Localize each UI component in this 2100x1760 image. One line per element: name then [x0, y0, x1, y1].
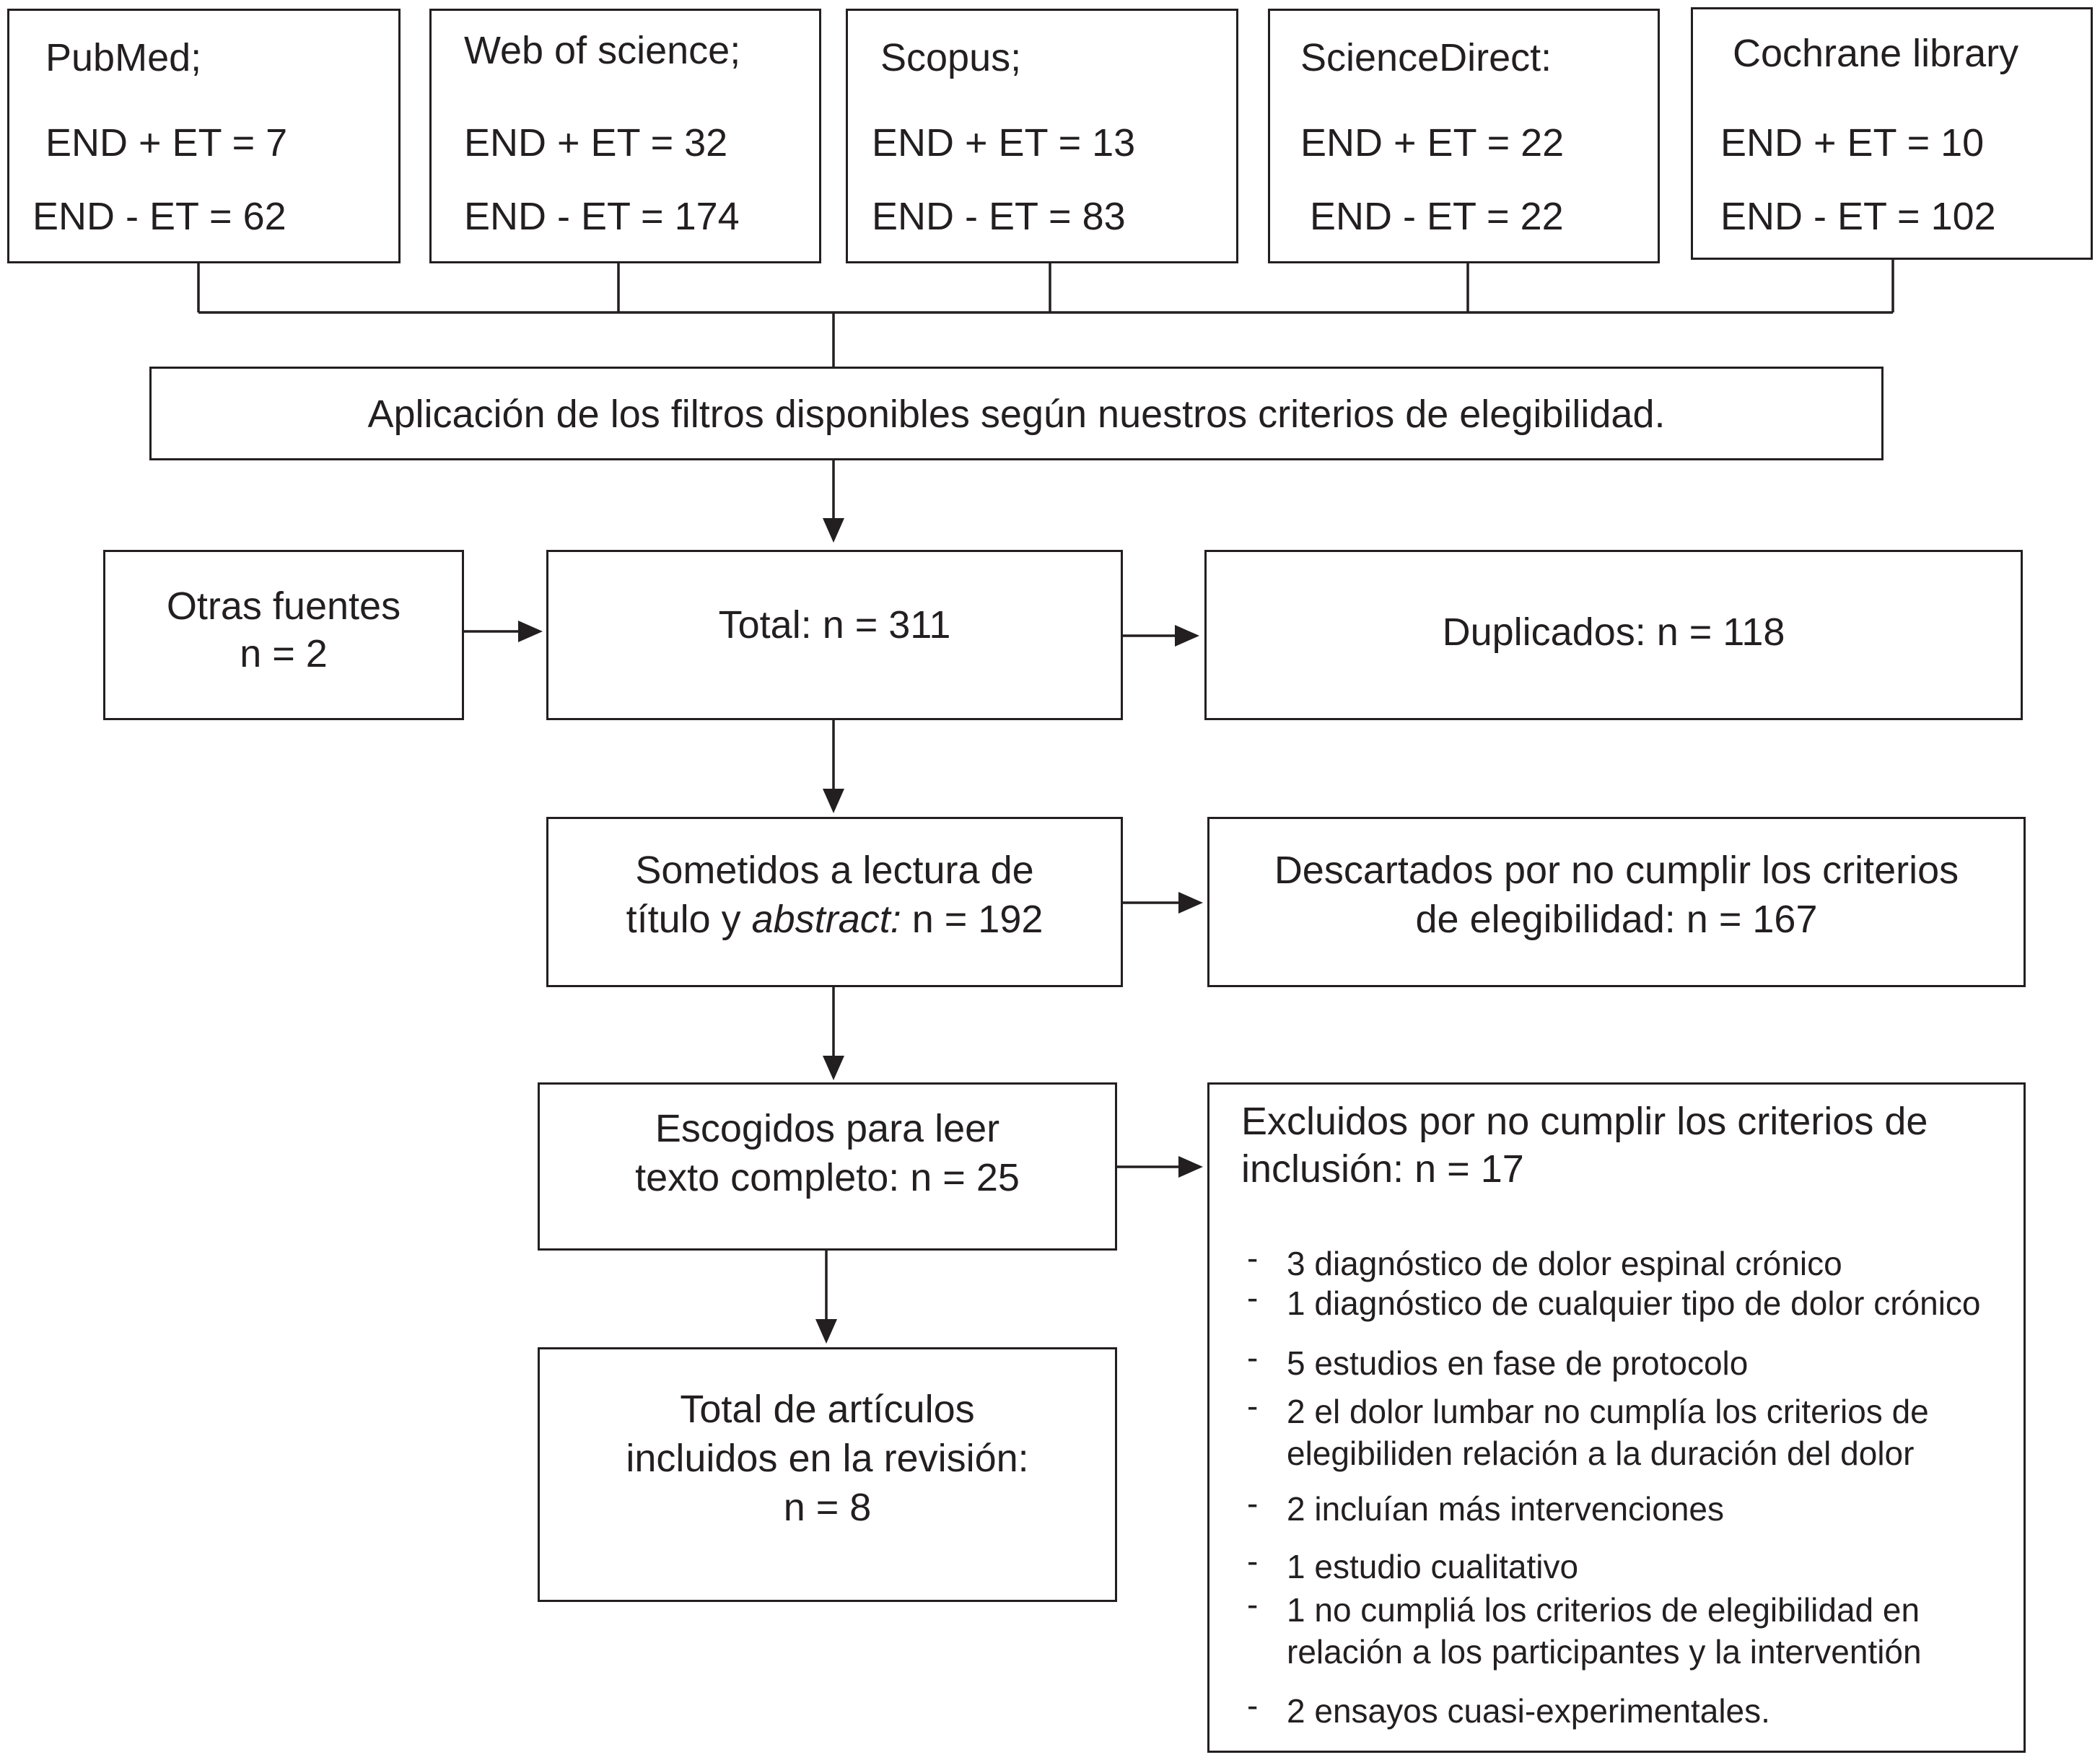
full-text-line1: Escogidos para leer — [655, 1107, 1000, 1150]
screened-line2-post: n = 192 — [901, 898, 1044, 941]
source-name: Scopus; — [880, 36, 1022, 79]
bullet-dash: - — [1247, 1686, 1259, 1724]
excluded-line2: inclusión: n = 17 — [1241, 1147, 1524, 1191]
discarded-line1: Descartados por no cumplir los criterios — [1274, 849, 1959, 892]
bullet-dash: - — [1247, 1484, 1259, 1522]
source-name: Cochrane library — [1733, 32, 2019, 75]
other-sources-label: Otras fuentes — [166, 585, 401, 628]
source-box-scopus: Scopus; END + ET = 13 END - ET = 83 — [846, 9, 1238, 263]
source-box-cochrane: Cochrane library END + ET = 10 END - ET … — [1691, 7, 2093, 260]
discarded-line2: de elegibilidad: n = 167 — [1415, 898, 1818, 941]
source-with-et: END + ET = 13 — [872, 121, 1136, 165]
source-box-web-of-science: Web of science; END + ET = 32 END - ET =… — [429, 9, 821, 263]
excluded-reason-line: relación a los participantes y la interv… — [1287, 1633, 1922, 1671]
source-name: ScienceDirect: — [1300, 36, 1552, 79]
screened-line1: Sometidos a lectura de — [635, 849, 1034, 892]
source-box-sciencedirect: ScienceDirect: END + ET = 22 END - ET = … — [1268, 9, 1660, 263]
screened-line2: título y abstract: n = 192 — [548, 896, 1121, 943]
source-with-et: END + ET = 10 — [1720, 121, 1985, 165]
excluded-reason-line: 2 ensayos cuasi-experimentales. — [1287, 1692, 1770, 1730]
total-text: Total: n = 311 — [718, 603, 951, 647]
duplicates-box: Duplicados: n = 118 — [1204, 550, 2023, 720]
included-line2: incluidos en la revisión: — [626, 1437, 1029, 1480]
source-name: PubMed; — [45, 36, 202, 79]
source-without-et: END - ET = 22 — [1310, 195, 1564, 238]
discarded-box: Descartados por no cumplir los criterios… — [1207, 817, 2026, 987]
bullet-dash: - — [1247, 1279, 1259, 1316]
excluded-line1: Excluidos por no cumplir los criterios d… — [1241, 1100, 1928, 1143]
excluded-reason-line: 2 incluían más intervenciones — [1287, 1490, 1724, 1528]
duplicates-text: Duplicados: n = 118 — [1442, 610, 1785, 654]
source-without-et: END - ET = 174 — [464, 195, 740, 238]
excluded-reason-line: 1 no cumpliá los criterios de elegibilid… — [1287, 1591, 1920, 1629]
bullet-dash: - — [1247, 1239, 1259, 1277]
bullet-dash: - — [1247, 1585, 1259, 1623]
bullet-dash: - — [1247, 1387, 1259, 1424]
source-without-et: END - ET = 62 — [32, 195, 286, 238]
source-name: Web of science; — [464, 29, 741, 72]
excluded-reason-line: 5 estudios en fase de protocolo — [1287, 1344, 1749, 1382]
excluded-reason-line: 2 el dolor lumbar no cumplía los criteri… — [1287, 1393, 1929, 1430]
source-box-pubmed: PubMed; END + ET = 7 END - ET = 62 — [7, 9, 401, 263]
excluded-box: Excluidos por no cumplir los criterios d… — [1207, 1082, 2026, 1753]
filters-box: Aplicación de los filtros disponibles se… — [149, 367, 1884, 460]
other-sources-count: n = 2 — [240, 632, 328, 675]
source-without-et: END - ET = 102 — [1720, 195, 1996, 238]
full-text-line2: texto completo: n = 25 — [635, 1156, 1020, 1199]
excluded-reason-line: elegibiliden relación a la duración del … — [1287, 1435, 1915, 1472]
source-with-et: END + ET = 22 — [1300, 121, 1565, 165]
screened-line2-pre: título y — [626, 898, 752, 941]
bullet-dash: - — [1247, 1542, 1259, 1580]
excluded-reason-line: 1 estudio cualitativo — [1287, 1548, 1579, 1585]
screened-line2-em: abstract: — [751, 898, 901, 941]
source-without-et: END - ET = 83 — [872, 195, 1126, 238]
bullet-dash: - — [1247, 1339, 1259, 1376]
excluded-reason-line: 1 diagnóstico de cualquier tipo de dolor… — [1287, 1284, 1981, 1322]
total-box: Total: n = 311 — [546, 550, 1123, 720]
screened-box: Sometidos a lectura de título y abstract… — [546, 817, 1123, 987]
excluded-reason-line: 3 diagnóstico de dolor espinal crónico — [1287, 1245, 1842, 1282]
included-line3: n = 8 — [783, 1486, 872, 1529]
other-sources-box: Otras fuentes n = 2 — [103, 550, 464, 720]
full-text-box: Escogidos para leer texto completo: n = … — [538, 1082, 1117, 1251]
included-box: Total de artículos incluidos en la revis… — [538, 1347, 1117, 1602]
source-with-et: END + ET = 32 — [464, 121, 728, 165]
filters-text: Aplicación de los filtros disponibles se… — [367, 393, 1666, 436]
source-with-et: END + ET = 7 — [45, 121, 288, 165]
included-line1: Total de artículos — [680, 1388, 975, 1431]
